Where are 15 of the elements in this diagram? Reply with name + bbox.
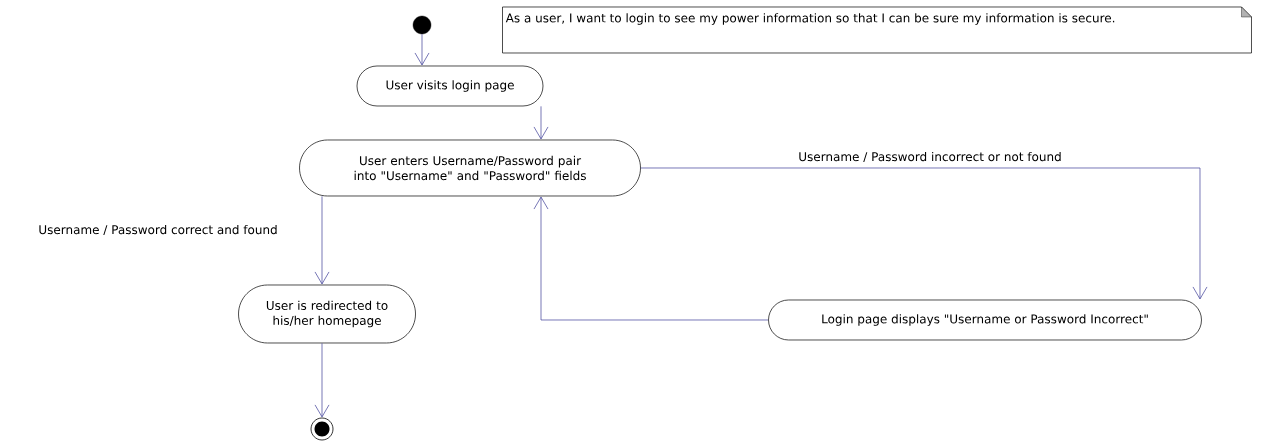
arrow xyxy=(314,196,330,285)
edge-label: Username / Password incorrect or not found xyxy=(797,150,1063,164)
arrow xyxy=(533,196,769,321)
arrow xyxy=(533,106,549,140)
note: As a user, I want to login to see my power information so that I can be sure my information is secure. xyxy=(502,6,1252,54)
action-box: User is redirected to his/her homepage xyxy=(238,284,416,344)
edge-label: Username / Password correct and found xyxy=(37,223,279,237)
arrow xyxy=(640,167,1208,300)
arrow xyxy=(414,33,430,66)
action-box: Login page displays "Username or Password Incorrect" xyxy=(768,299,1202,341)
end-node xyxy=(310,417,334,441)
action-box: User visits login page xyxy=(356,65,544,107)
arrow xyxy=(314,343,330,418)
action-box: User enters Username/Password pair into "Username" and "Password" fields xyxy=(299,139,641,197)
start-node xyxy=(412,15,432,35)
